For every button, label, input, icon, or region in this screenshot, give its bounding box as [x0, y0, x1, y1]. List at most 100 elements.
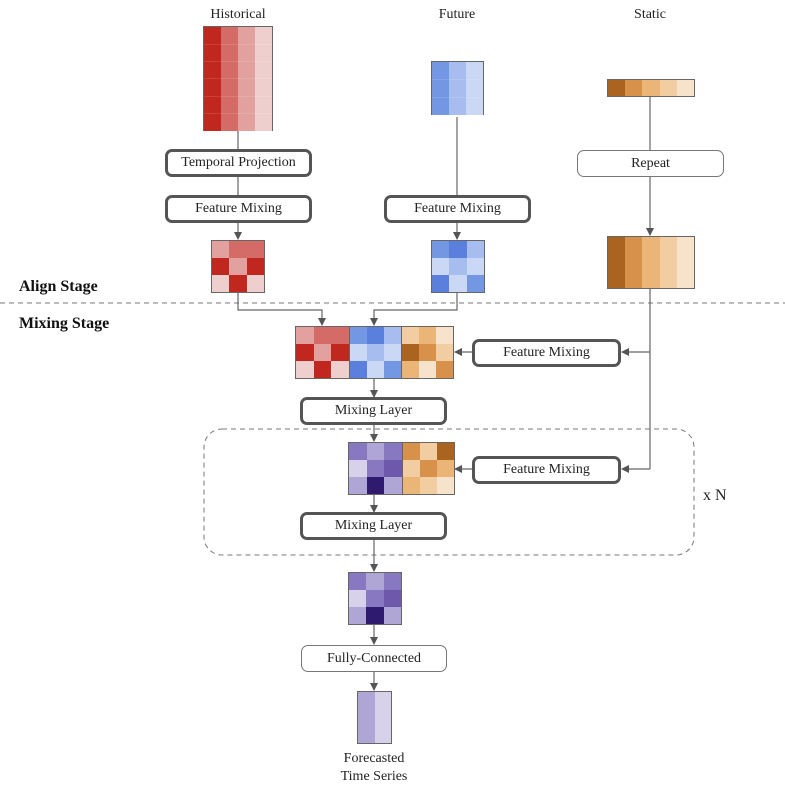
matrix-cell	[366, 477, 385, 494]
align-stage-label: Align Stage	[19, 278, 98, 295]
matrix-cell	[229, 258, 247, 275]
matrix-cell	[403, 477, 420, 494]
historical-mixed-matrix	[211, 240, 265, 293]
matrix-cell	[402, 344, 420, 361]
matrix-cell	[384, 361, 402, 378]
matrix-cell	[659, 80, 677, 96]
matrix-cell	[313, 327, 332, 344]
matrix-cell	[212, 275, 230, 292]
matrix-cell	[419, 344, 437, 361]
matrix-cell	[432, 96, 449, 115]
matrix-cell	[204, 27, 221, 45]
matrix-cell	[625, 80, 643, 96]
feature-mixing-static-block-1: Feature Mixing	[472, 339, 621, 367]
repeat-block: Repeat	[577, 150, 724, 177]
matrix-cell	[449, 62, 466, 80]
matrix-cell	[420, 443, 437, 460]
matrix-cell	[383, 573, 401, 590]
matrix-cell	[366, 443, 385, 460]
matrix-cell	[419, 327, 437, 344]
matrix-cell	[331, 327, 349, 344]
matrix-cell	[349, 573, 367, 590]
matrix-cell	[436, 361, 453, 378]
matrix-cell	[349, 327, 367, 344]
matrix-cell	[466, 96, 483, 115]
matrix-cell	[449, 275, 467, 292]
output-label-line1: Forecasted	[343, 751, 405, 766]
static-repeated-matrix	[607, 236, 695, 289]
matrix-cell	[349, 607, 367, 624]
mixing-layer-block-1: Mixing Layer	[300, 397, 447, 425]
matrix-cell	[255, 27, 272, 45]
matrix-cell	[358, 692, 375, 743]
future-mixed-matrix	[431, 240, 485, 293]
matrix-cell	[466, 275, 484, 292]
matrix-cell	[331, 361, 349, 378]
matrix-cell	[403, 460, 420, 477]
matrix-cell	[221, 61, 238, 80]
matrix-cell	[204, 44, 221, 63]
forecasted-series-matrix	[357, 691, 392, 744]
concat-static-part	[401, 327, 453, 378]
matrix-cell	[246, 258, 264, 275]
matrix-cell	[642, 80, 660, 96]
forecasted-time-series-label: Forecasted Time Series	[324, 750, 424, 786]
matrix-cell	[349, 477, 367, 494]
matrix-cell	[608, 80, 626, 96]
matrix-cell	[432, 241, 450, 258]
matrix-cell	[238, 95, 255, 114]
matrix-cell	[449, 241, 467, 258]
matrix-cell	[466, 62, 483, 80]
matrix-cell	[659, 237, 677, 288]
matrix-cell	[402, 327, 420, 344]
matrix-cell	[229, 275, 247, 292]
matrix-cell	[466, 258, 484, 275]
matrix-cell	[366, 590, 384, 607]
matrix-cell	[255, 112, 272, 131]
matrix-cell	[366, 573, 384, 590]
matrix-cell	[349, 443, 367, 460]
static-features-part	[402, 443, 454, 494]
mixed-features-part	[349, 443, 402, 494]
matrix-cell	[366, 607, 384, 624]
matrix-cell	[449, 258, 467, 275]
matrix-cell	[212, 241, 230, 258]
matrix-cell	[204, 61, 221, 80]
matrix-cell	[432, 62, 449, 80]
matrix-cell	[383, 607, 401, 624]
static-label: Static	[634, 7, 666, 22]
matrix-cell	[384, 344, 402, 361]
matrix-cell	[255, 44, 272, 63]
historical-input-matrix	[203, 26, 273, 131]
matrix-cell	[349, 460, 367, 477]
matrix-cell	[432, 79, 449, 98]
matrix-cell	[449, 79, 466, 98]
temporal-projection-block: Temporal Projection	[165, 149, 312, 177]
matrix-cell	[296, 361, 314, 378]
matrix-cell	[366, 327, 385, 344]
matrix-cell	[642, 237, 660, 288]
mixing-layer-block-2: Mixing Layer	[300, 512, 447, 540]
matrix-cell	[437, 460, 454, 477]
matrix-cell	[349, 590, 367, 607]
matrix-cell	[331, 344, 349, 361]
matrix-cell	[420, 460, 437, 477]
matrix-cell	[221, 44, 238, 63]
matrix-cell	[313, 344, 332, 361]
matrix-cell	[349, 344, 367, 361]
matrix-cell	[349, 361, 367, 378]
matrix-cell	[204, 78, 221, 97]
matrix-cell	[383, 590, 401, 607]
matrix-cell	[384, 327, 402, 344]
future-input-matrix	[431, 61, 484, 115]
matrix-cell	[255, 95, 272, 114]
matrix-cell	[420, 477, 437, 494]
matrix-cell	[466, 241, 484, 258]
repeat-count-label: x N	[703, 487, 727, 504]
matrix-cell	[246, 241, 264, 258]
matrix-cell	[466, 79, 483, 98]
matrix-cell	[296, 327, 314, 344]
matrix-cell	[403, 443, 420, 460]
matrix-cell	[436, 344, 453, 361]
